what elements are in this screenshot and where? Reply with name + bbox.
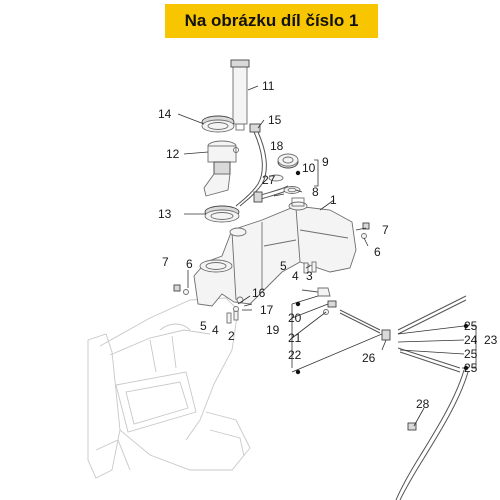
title-banner: Na obrázku díl číslo 1 <box>165 4 378 38</box>
callout-5-lower: 5 <box>200 319 207 333</box>
scooter-frame <box>87 297 251 479</box>
bracket-dots <box>295 170 469 375</box>
cap-gasket-part-27 <box>268 174 284 182</box>
leader-lines <box>177 85 465 427</box>
callout-labels: 11 14 15 18 12 10 9 27 8 1 13 7 6 7 6 5 … <box>158 79 498 411</box>
vent-hoses-assembly <box>301 287 469 500</box>
callout-11: 11 <box>262 79 275 93</box>
callout-12: 12 <box>166 147 180 161</box>
callout-6-right: 6 <box>374 245 381 259</box>
fuel-pipe-part-15 <box>235 123 267 207</box>
callout-5-upper: 5 <box>280 259 287 273</box>
callout-17: 17 <box>260 303 274 317</box>
fuel-pump-part-12 <box>203 140 239 197</box>
callout-7-left: 7 <box>162 255 169 269</box>
ring-nut-part-14 <box>201 115 235 133</box>
fuel-tank-part-1 <box>193 197 357 307</box>
callout-25-bottom: 25 <box>464 361 478 375</box>
callout-9: 9 <box>322 155 329 169</box>
callout-1: 1 <box>330 193 337 207</box>
callout-25-middle: 25 <box>464 347 478 361</box>
callout-7-right: 7 <box>382 223 389 237</box>
callout-10: 10 <box>302 161 316 175</box>
callout-21: 21 <box>288 331 302 345</box>
gasket-part-13 <box>204 205 240 223</box>
callout-20: 20 <box>288 311 302 325</box>
callout-13: 13 <box>158 207 172 221</box>
callout-18: 18 <box>270 139 284 153</box>
callout-2: 2 <box>228 329 235 343</box>
callout-24: 24 <box>464 333 478 347</box>
callout-23: 23 <box>484 333 498 347</box>
callout-15: 15 <box>268 113 282 127</box>
callout-25-top: 25 <box>464 319 478 333</box>
callout-4-upper: 4 <box>292 269 299 283</box>
callout-6-left: 6 <box>186 257 193 271</box>
callout-4-lower: 4 <box>212 323 219 337</box>
callout-8: 8 <box>312 185 319 199</box>
callout-3: 3 <box>306 269 313 283</box>
callout-14: 14 <box>158 107 172 121</box>
callout-27: 27 <box>262 173 276 187</box>
filler-ring-part-8 <box>283 186 301 194</box>
callout-22: 22 <box>288 348 302 362</box>
callout-19: 19 <box>266 323 280 337</box>
group-brackets <box>291 159 477 369</box>
callout-16: 16 <box>252 286 266 300</box>
callout-28: 28 <box>416 397 430 411</box>
fuel-gauge-tube-part-11 <box>230 59 250 131</box>
fuel-cap-part-10 <box>277 153 299 169</box>
callout-26: 26 <box>362 351 376 365</box>
